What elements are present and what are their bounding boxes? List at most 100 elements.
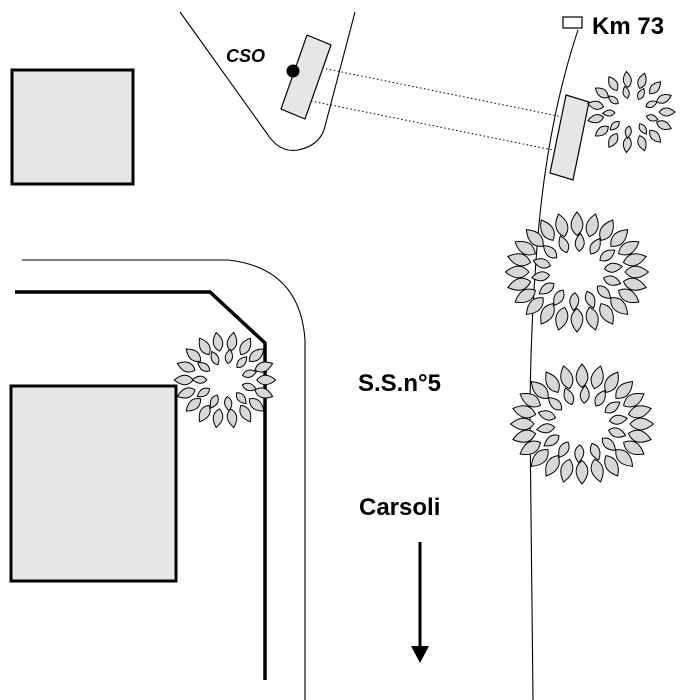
- tree-leaf: [589, 237, 601, 255]
- tree-leaf: [545, 455, 560, 477]
- tree-leaf: [558, 235, 570, 254]
- tree-leaf: [623, 440, 645, 455]
- tree-leaf: [608, 76, 619, 92]
- tree-leaf: [241, 382, 257, 392]
- tree-leaf: [602, 275, 622, 286]
- tree-leaf: [563, 387, 575, 406]
- tree-leaf: [514, 288, 536, 303]
- tree-leaf: [627, 405, 652, 419]
- tree-leaf: [615, 449, 634, 467]
- cable-line-upper: [321, 67, 564, 118]
- tree-leaf: [210, 350, 220, 366]
- tree-leaf: [596, 285, 612, 299]
- tree-leaf: [599, 249, 616, 262]
- tree-leaf: [509, 417, 535, 431]
- tree-leaf: [519, 393, 541, 408]
- tree-leaf: [540, 303, 555, 325]
- tree-leaf: [191, 375, 208, 384]
- tree-leaf: [531, 271, 551, 282]
- tree-leaf: [599, 303, 614, 325]
- tree-leaf: [585, 213, 599, 238]
- tree-leaf: [241, 369, 258, 378]
- tree-leaf: [198, 404, 211, 423]
- tree-leaf: [504, 265, 530, 279]
- tree-top-right: [587, 70, 676, 154]
- tree-leaf: [622, 135, 632, 154]
- tree-leaf: [545, 371, 560, 393]
- tree-leaf: [198, 337, 211, 356]
- tree-leaf: [608, 132, 619, 148]
- tree-leaf: [525, 229, 544, 247]
- tree-leaf: [224, 348, 234, 365]
- side-road-edge: [22, 259, 306, 700]
- tree-leaf: [519, 440, 541, 455]
- tree-leaf: [589, 442, 601, 461]
- tree-leaf: [656, 120, 672, 130]
- km-pole: [549, 94, 590, 181]
- tree-lower-right: [509, 363, 655, 485]
- tree-leaf: [603, 262, 623, 273]
- tree-leaf: [560, 365, 574, 390]
- tree-leaf: [536, 423, 556, 434]
- tree-leaf: [558, 441, 570, 459]
- tree-leaf: [236, 356, 248, 369]
- tree-leaf: [514, 241, 536, 256]
- tree-leaf: [609, 120, 620, 131]
- tree-leaf: [637, 134, 647, 152]
- tree-leaf: [542, 245, 558, 259]
- tree-leaf: [594, 125, 609, 137]
- tree-leaf: [574, 444, 585, 464]
- tree-leaf: [525, 297, 544, 315]
- tree-leaf: [624, 265, 650, 279]
- tree-leaf: [627, 429, 652, 443]
- tree-leaf: [197, 362, 211, 372]
- tree-leaf: [590, 365, 604, 390]
- tree-leaf: [585, 306, 599, 331]
- tree-leaf: [530, 449, 549, 467]
- tree-leaf: [512, 429, 537, 443]
- tree-leaf: [622, 70, 632, 89]
- tree-leaf: [532, 258, 552, 269]
- tree-leaf: [618, 288, 640, 303]
- tree-leaf: [212, 408, 224, 429]
- tree-leaf: [512, 405, 537, 419]
- building-bottom-left: [9, 384, 178, 583]
- tree-leaf: [176, 361, 196, 373]
- tree-leaf: [584, 290, 596, 309]
- tree-leaf: [601, 437, 617, 451]
- tree-leaf: [248, 348, 265, 362]
- tree-leaf: [226, 331, 238, 352]
- tree-leaf: [570, 307, 584, 333]
- tree-leaf: [601, 109, 616, 117]
- tree-leaf: [209, 394, 219, 409]
- tree-leaf: [645, 114, 659, 122]
- tree-leaf: [574, 232, 585, 252]
- tree-leaf: [622, 253, 647, 267]
- tree-leaf: [610, 297, 629, 315]
- tree-leaf: [507, 253, 532, 267]
- cable-line-lower: [310, 100, 554, 151]
- tree-leaf: [618, 241, 640, 256]
- tree-leaf: [604, 455, 619, 477]
- tree-leaf: [622, 277, 647, 291]
- tree-leaf: [638, 123, 647, 135]
- tree-leaf: [235, 392, 247, 405]
- tree-leaf: [624, 125, 632, 139]
- tree-middle-right: [504, 211, 650, 333]
- tree-corner: [173, 331, 277, 429]
- tree-leaf: [254, 361, 274, 373]
- tree-leaf: [248, 398, 265, 412]
- road-label: S.S.n°5: [358, 370, 441, 397]
- cso-point-icon: [286, 64, 300, 78]
- lot-boundary: [15, 290, 267, 680]
- tree-leaf: [579, 384, 590, 404]
- building-top-left: [10, 68, 135, 186]
- tree-leaf: [538, 282, 555, 295]
- tree-leaf: [629, 417, 655, 431]
- tree-leaf: [615, 381, 634, 399]
- tree-leaf: [537, 410, 557, 421]
- tree-leaf: [530, 381, 549, 399]
- tree-leaf: [649, 81, 662, 95]
- tree-leaf: [658, 107, 676, 117]
